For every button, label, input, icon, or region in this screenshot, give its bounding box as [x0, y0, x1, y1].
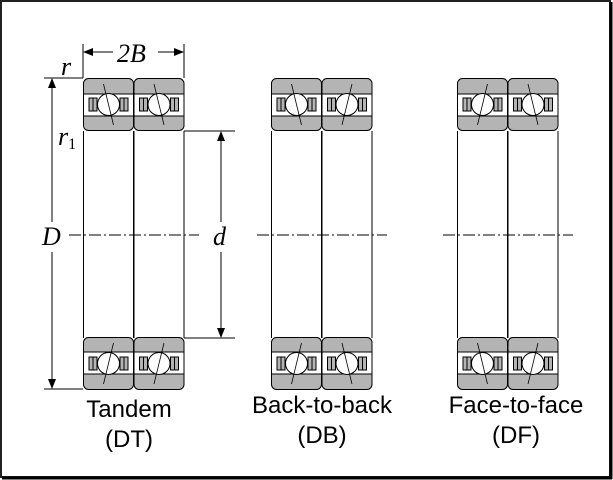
dim-2b-label: 2B [117, 39, 146, 68]
contact-angle-line [477, 342, 488, 385]
arrowhead-icon [217, 328, 225, 338]
bearing-section [133, 78, 185, 131]
arrowhead-icon [48, 78, 56, 88]
tandem-code: (DT) [105, 426, 153, 453]
contact-angle-line [291, 83, 302, 126]
contact-angle-line [103, 342, 114, 385]
contact-angle-line [341, 342, 353, 385]
bearing-section [133, 337, 185, 390]
bearing-section [457, 337, 508, 390]
contact-angle-line [527, 342, 539, 385]
arrowhead-icon [217, 131, 225, 141]
bearing-section [321, 78, 373, 131]
back-to-back-code: (DB) [297, 422, 346, 449]
dim-r1-label: r1 [58, 122, 76, 153]
dimension-lines [44, 44, 235, 390]
bearing-pairs [69, 78, 573, 390]
dim-r1-sub: 1 [68, 136, 76, 153]
contact-angle-line [477, 83, 488, 126]
back-to-back-label: Back-to-back [252, 392, 393, 419]
contact-angle-line [341, 83, 353, 126]
dim-outer-diameter-label: D [41, 222, 61, 251]
contact-angle-line [103, 83, 114, 126]
bearing-section [457, 78, 508, 131]
bearing-section [507, 337, 559, 390]
bearing-section [271, 78, 322, 131]
bearing-pair-tandem [69, 78, 199, 390]
arrowhead-icon [83, 48, 93, 56]
dim-bore-label: d [213, 222, 227, 251]
bearing-section [507, 78, 559, 131]
bearing-pair-face-to-face [443, 78, 573, 390]
arrowhead-icon [174, 48, 184, 56]
contact-angle-line [153, 83, 165, 126]
bearing-section [271, 337, 322, 390]
arrowheads [48, 48, 225, 389]
face-to-face-label: Face-to-face [449, 392, 584, 419]
arrowhead-icon [48, 379, 56, 389]
bearing-pair-back-to-back [257, 78, 387, 390]
face-to-face-code: (DF) [492, 422, 540, 449]
tandem-label: Tandem [86, 396, 171, 423]
dim-r-label: r [61, 52, 72, 81]
bearing-section [83, 78, 134, 131]
contact-angle-line [291, 342, 302, 385]
bearing-section [321, 337, 373, 390]
bearing-section [83, 337, 134, 390]
dim-r1-base: r [58, 122, 69, 151]
contact-angle-line [153, 342, 165, 385]
contact-angle-line [527, 83, 539, 126]
